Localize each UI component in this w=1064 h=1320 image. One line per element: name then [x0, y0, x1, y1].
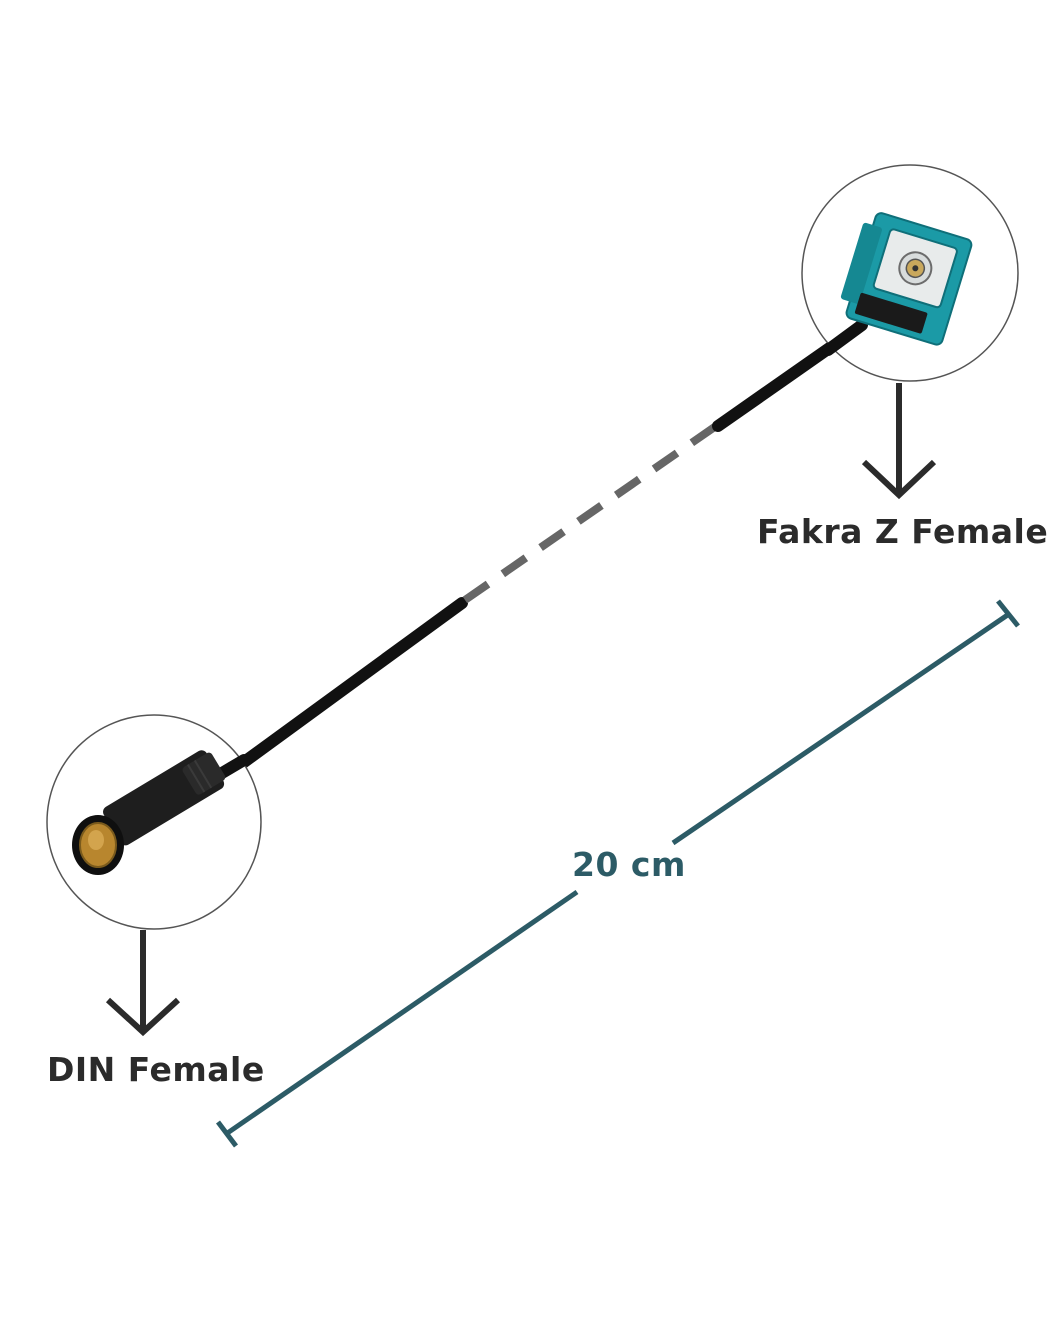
cable-dashed-section	[462, 422, 719, 604]
dimension-line-lower	[224, 889, 579, 1137]
dimension-endcap-bottom	[216, 1120, 238, 1148]
din-connector-label: DIN Female	[47, 1050, 265, 1089]
fakra-pointer-arrow	[861, 383, 937, 500]
din-pointer-arrow	[105, 930, 181, 1037]
fakra-connector-icon	[840, 212, 973, 346]
fakra-cable-stub	[822, 319, 868, 356]
cable-segment-lower	[234, 597, 468, 771]
cable-length-label: 20 cm	[572, 845, 686, 884]
dimension-endcap-top	[996, 599, 1020, 628]
fakra-connector-callout	[801, 164, 1019, 382]
din-connector-icon	[103, 750, 226, 846]
dimension-line-upper	[671, 611, 1011, 846]
din-cable-stub	[216, 754, 250, 779]
din-connector-callout	[46, 714, 262, 930]
fakra-connector-label: Fakra Z Female	[757, 512, 1049, 551]
length-dimension-line	[216, 599, 1020, 1148]
